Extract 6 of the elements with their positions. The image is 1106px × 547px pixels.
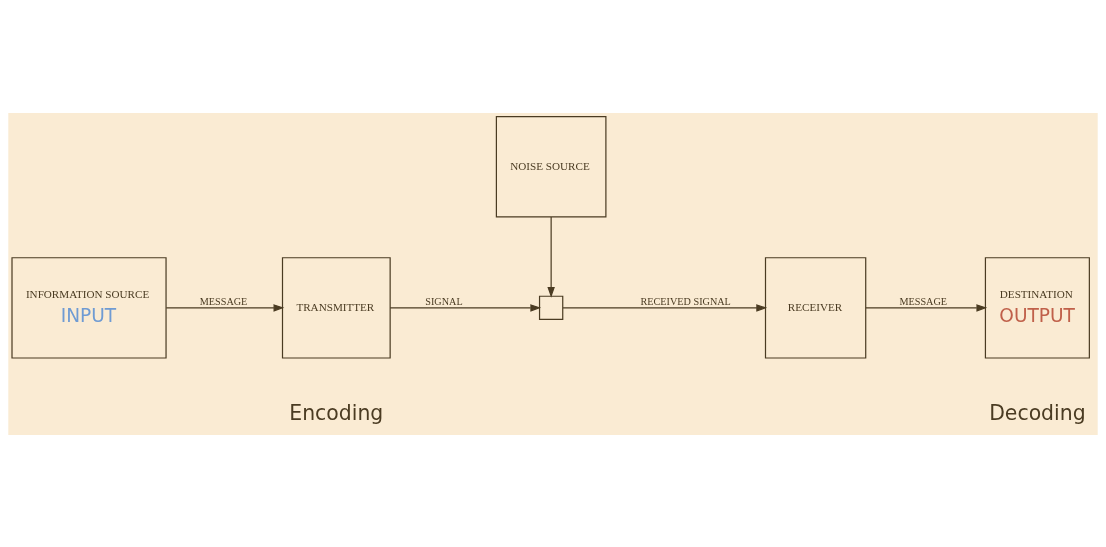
- edge-label: SIGNAL: [425, 295, 463, 307]
- edge-label: MESSAGE: [899, 295, 948, 307]
- label: Encoding: [289, 400, 384, 425]
- edge-label: MESSAGE: [199, 295, 248, 307]
- edge-label: RECEIVED SIGNAL: [640, 295, 731, 307]
- label: Decoding: [989, 400, 1086, 425]
